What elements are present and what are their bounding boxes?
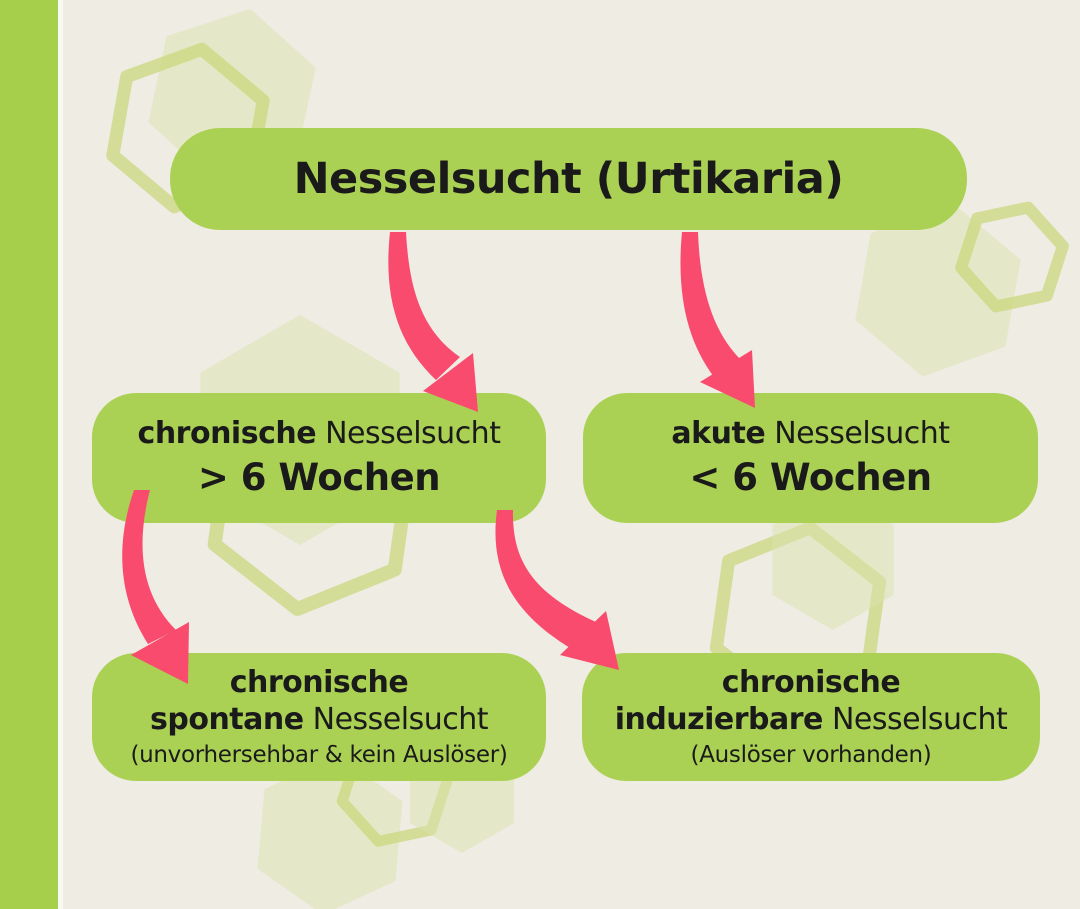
node-chronic-rest: Nesselsucht (316, 415, 501, 451)
node-chronic-label: chronische Nesselsucht (138, 416, 501, 453)
node-title: Nesselsucht (Urtikaria) (170, 128, 967, 230)
node-chronic-spontaneous: chronische spontane Nesselsucht (unvorhe… (92, 653, 546, 781)
node-spontaneous-note: (unvorhersehbar & kein Auslöser) (130, 741, 508, 768)
node-acute-duration: < 6 Wochen (689, 456, 932, 500)
node-acute: akute Nesselsucht < 6 Wochen (583, 393, 1038, 523)
node-spontaneous-line1-bold: chronische (229, 665, 409, 701)
node-inducible-line1-bold: chronische (721, 665, 901, 701)
node-chronic-duration: > 6 Wochen (197, 456, 441, 500)
node-spontaneous-emphasis: spontane (150, 701, 304, 737)
node-spontaneous-line1: chronische (230, 665, 409, 702)
node-chronic-inducible: chronische induzierbare Nesselsucht (Aus… (582, 653, 1040, 781)
page-title: Nesselsucht (Urtikaria) (293, 153, 844, 204)
node-acute-emphasis: akute (671, 415, 766, 451)
sidebar-accent-strip (0, 0, 63, 909)
node-inducible-label: induzierbare Nesselsucht (615, 702, 1008, 739)
node-acute-label: akute Nesselsucht (671, 415, 950, 453)
node-inducible-rest: Nesselsucht (822, 701, 1008, 737)
node-inducible-note: (Auslöser vorhanden) (690, 741, 932, 768)
node-acute-rest: Nesselsucht (765, 415, 950, 451)
node-spontaneous-label: spontane Nesselsucht (150, 701, 489, 739)
node-inducible-emphasis: induzierbare (614, 701, 824, 737)
node-chronic: chronische Nesselsucht > 6 Wochen (92, 393, 546, 523)
node-inducible-line1: chronische (722, 665, 901, 702)
node-chronic-emphasis: chronische (137, 415, 317, 451)
node-spontaneous-rest: Nesselsucht (303, 701, 489, 737)
